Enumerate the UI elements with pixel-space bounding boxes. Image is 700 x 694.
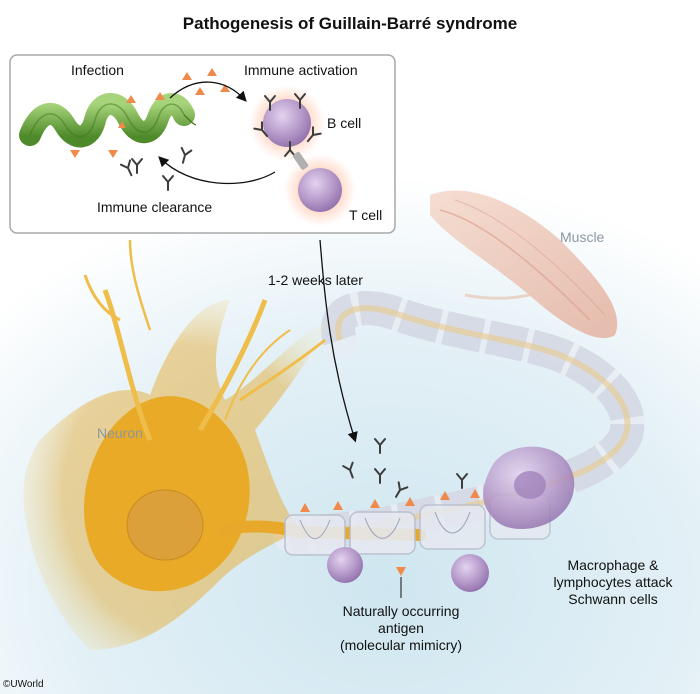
neuron-illustration: [23, 239, 426, 650]
clearance-arrow: [158, 156, 276, 185]
timeline-arrow: [319, 239, 358, 443]
t-cell-label: T cell: [349, 207, 383, 223]
macrophage-cell: [483, 446, 575, 530]
page-title: Pathogenesis of Guillain-Barré syndrome: [182, 14, 518, 33]
antigen-label-line2: antigen: [378, 620, 424, 636]
timeline-label: 1-2 weeks later: [268, 272, 363, 288]
b-cell: [249, 85, 325, 161]
bacterial-antigens: [70, 68, 230, 158]
muscle-label: Muscle: [560, 229, 605, 245]
immune-clearance-label: Immune clearance: [97, 199, 213, 215]
muscle-illustration: [430, 190, 618, 339]
neuron-label: Neuron: [97, 425, 143, 441]
macrophage-label-line1: Macrophage &: [567, 557, 659, 573]
activation-arrow: [169, 81, 247, 102]
bacterium-illustration: [19, 93, 197, 148]
antigen-label-line1: Naturally occurring: [342, 603, 460, 619]
antigen-markers: [300, 489, 480, 576]
antigen-label: Naturally occurring antigen (molecular m…: [326, 603, 476, 654]
b-cell-label: B cell: [327, 115, 362, 131]
macrophage-label-line2: lymphocytes attack: [553, 574, 673, 590]
t-cell: [284, 151, 356, 226]
macrophage-label-line3: Schwann cells: [568, 591, 658, 607]
macrophage-attack-label: Macrophage & lymphocytes attack Schwann …: [538, 557, 688, 608]
lymphocyte-cells: [327, 547, 489, 592]
infection-label: Infection: [71, 62, 124, 78]
inset-panel: [9, 54, 396, 234]
immune-activation-label: Immune activation: [244, 62, 358, 78]
antigen-label-line3: (molecular mimicry): [339, 637, 463, 653]
copyright-text: ©UWorld: [3, 679, 44, 690]
